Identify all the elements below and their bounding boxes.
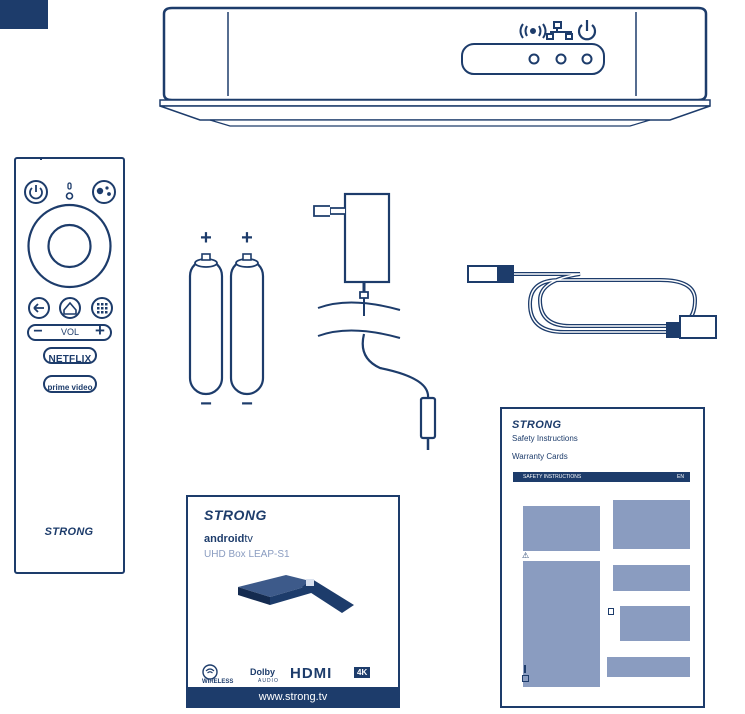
manual-text-block bbox=[523, 561, 600, 687]
manual-title-warranty: Warranty Cards bbox=[512, 452, 568, 461]
power-icon[interactable] bbox=[24, 180, 48, 204]
netflix-button[interactable]: NETFLIX bbox=[43, 347, 97, 365]
box-url-bar: www.strong.tv bbox=[188, 687, 398, 706]
set-top-box bbox=[159, 6, 711, 127]
android-tv-prefix: android bbox=[204, 533, 245, 545]
wireless-logo bbox=[202, 664, 218, 680]
remote-brand-logo: STRONG bbox=[44, 526, 94, 538]
netflix-label: NETFLIX bbox=[48, 354, 92, 365]
manual-brand-logo: STRONG bbox=[512, 419, 562, 431]
power-adapter bbox=[313, 192, 437, 450]
network-status-icon bbox=[546, 21, 573, 40]
assistant-icon[interactable] bbox=[92, 180, 116, 204]
manual-text-block bbox=[523, 506, 600, 551]
prime-video-label: prime video bbox=[47, 383, 93, 392]
android-tv-suffix: tv bbox=[244, 533, 253, 545]
volume-rocker[interactable] bbox=[27, 324, 112, 341]
apps-icon[interactable] bbox=[91, 297, 113, 319]
fourk-logo: 4K bbox=[354, 667, 371, 678]
box-packaging: STRONG androidtv UHD Box LEAP-S1 WIRELES… bbox=[186, 495, 400, 708]
manual-section-label: SAFETY INSTRUCTIONS bbox=[523, 474, 582, 480]
battery-right-plus: + bbox=[241, 227, 253, 249]
battery-right bbox=[229, 253, 265, 396]
batteries bbox=[188, 253, 265, 396]
battery-left bbox=[188, 253, 224, 396]
box-model-name: UHD Box LEAP-S1 bbox=[204, 549, 290, 560]
battery-left-plus: + bbox=[200, 227, 212, 249]
box-brand-logo: STRONG bbox=[204, 507, 267, 523]
box-logo-row: WIRELESS Dolby AUDIO HDMI 4K bbox=[198, 663, 392, 689]
microphone-led bbox=[65, 182, 74, 200]
hdmi-cable bbox=[467, 265, 717, 339]
home-icon[interactable] bbox=[59, 297, 81, 319]
status-leds bbox=[528, 53, 593, 65]
vol-minus-label[interactable]: − bbox=[33, 323, 43, 340]
warning-icon: ⚠ bbox=[522, 551, 530, 560]
manual-text-block bbox=[607, 657, 690, 677]
back-icon[interactable] bbox=[28, 297, 50, 319]
android-tv-logo: androidtv bbox=[204, 533, 253, 545]
corner-tab bbox=[0, 0, 48, 29]
dpad[interactable] bbox=[27, 203, 112, 289]
ventilation-icon bbox=[522, 675, 529, 682]
remote-artwork bbox=[24, 158, 116, 341]
thermometer-icon bbox=[524, 665, 526, 673]
hdmi-logo: HDMI bbox=[290, 665, 333, 682]
vol-plus-label[interactable]: + bbox=[95, 321, 105, 340]
manual-section-lang: EN bbox=[677, 474, 684, 480]
dolby-audio-label: AUDIO bbox=[258, 678, 279, 684]
vol-label: VOL bbox=[60, 327, 79, 337]
battery-right-minus: − bbox=[241, 393, 253, 415]
battery-left-minus: − bbox=[200, 393, 212, 415]
wifi-status-icon bbox=[519, 23, 547, 39]
dolby-logo: Dolby bbox=[250, 667, 276, 677]
recycle-bin-icon bbox=[608, 608, 614, 615]
power-status-icon bbox=[577, 20, 597, 41]
prime-video-button[interactable]: prime video bbox=[43, 375, 97, 393]
product-illustration bbox=[238, 575, 354, 613]
wireless-label: WIRELESS bbox=[202, 679, 234, 685]
safety-manual: STRONG Safety Instructions Warranty Card… bbox=[500, 407, 705, 708]
manual-text-block bbox=[620, 606, 690, 641]
manual-title-safety: Safety Instructions bbox=[512, 434, 578, 443]
manual-text-block bbox=[613, 500, 690, 549]
manual-text-block bbox=[613, 565, 690, 591]
manual-section-bar: SAFETY INSTRUCTIONS EN bbox=[513, 472, 690, 482]
box-url: www.strong.tv bbox=[258, 691, 328, 703]
